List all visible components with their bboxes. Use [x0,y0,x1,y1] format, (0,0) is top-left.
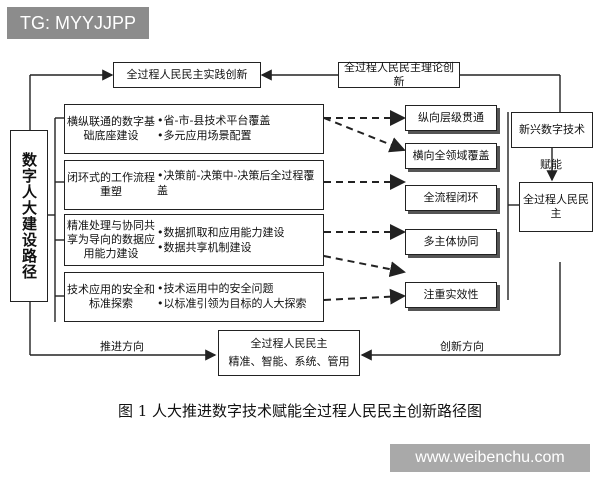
innovate-direction-label: 创新方向 [440,340,484,353]
group-items-3: •数据抓取和应用能力建设 •数据共享机制建设 [157,225,285,255]
group-items-2: •决策前-决策中-决策后全过程覆盖 [157,168,317,198]
group-box-4 [64,272,324,322]
group-1-item-1: •省-市-县技术平台覆盖 [157,114,271,127]
full-process-loop-box: 全流程闭环 [405,185,497,211]
digital-npc-path-box: 数字人大建设路径 [10,130,48,302]
whole-process-democracy-box: 全过程人民民主 [519,182,593,232]
bottom-democracy-box: 全过程人民民主 精准、智能、系统、管用 [218,330,360,376]
effectiveness-box: 注重实效性 [405,282,497,308]
group-label-4: 技术应用的安全和标准探索 [67,283,155,310]
group-3-item-2: •数据共享机制建设 [157,241,252,254]
group-1-item-2: •多元应用场景配置 [157,129,252,142]
vertical-integration-box: 纵向层级贯通 [405,105,497,131]
watermark-bottom-right: www.weibenchu.com [390,444,590,472]
advance-direction-label: 推进方向 [100,340,144,353]
group-label-2: 闭环式的工作流程重塑 [67,171,155,198]
practice-innovation-box: 全过程人民民主实践创新 [113,62,261,88]
group-4-item-1: •技术运用中的安全问题 [157,282,274,295]
group-box-2 [64,160,324,210]
multi-actor-box: 多主体协同 [405,229,497,255]
group-items-4: •技术运用中的安全问题 •以标准引领为目标的人大探索 [157,281,307,311]
figure-caption: 图 1 人大推进数字技术赋能全过程人民民主创新路径图 [117,402,483,420]
group-label-1: 横纵联通的数字基础底座建设 [67,115,155,142]
emerging-tech-box: 新兴数字技术 [511,112,593,148]
group-label-3: 精准处理与协同共享为导向的数据应用能力建设 [67,219,155,260]
bottom-box-line-1: 全过程人民民主 [250,337,328,350]
watermark-top-left: TG: MYYJJPP [7,7,149,39]
theory-innovation-box: 全过程人民民主理论创新 [338,61,460,88]
group-4-item-2: •以标准引领为目标的人大探索 [157,297,307,310]
group-items-1: •省-市-县技术平台覆盖 •多元应用场景配置 [157,113,270,143]
group-box-3 [64,214,324,266]
horizontal-coverage-box: 横向全领域覆盖 [405,143,497,169]
group-2-item-1: •决策前-决策中-决策后全过程覆盖 [157,169,315,197]
group-3-item-1: •数据抓取和应用能力建设 [157,226,285,239]
bottom-box-line-2: 精准、智能、系统、管用 [228,355,350,368]
group-box-1 [64,104,324,154]
empower-label: 赋能 [540,158,562,171]
